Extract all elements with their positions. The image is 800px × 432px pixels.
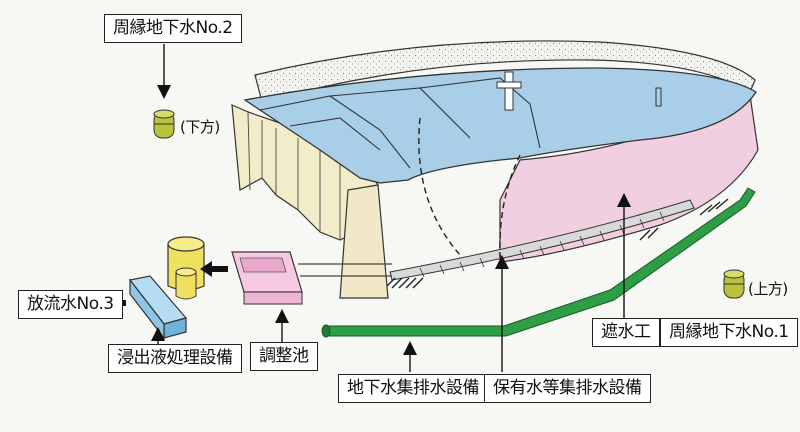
label-barrier-work: 遮水工 (592, 318, 660, 347)
label-groundwater-no2: 周縁地下水No.2 (104, 14, 242, 43)
label-retained-water-drainage: 保有水等集排水設備 (484, 374, 651, 403)
label-groundwater-no1: 周縁地下水No.1 (660, 318, 798, 347)
label-leachate-treatment: 浸出液処理設備 (108, 344, 242, 373)
label-discharge-no3: 放流水No.3 (18, 290, 123, 319)
regulating-pond (232, 252, 302, 304)
well-no1-icon (724, 270, 744, 298)
label-downstream: (下方) (180, 116, 220, 137)
label-regulating-pond: 調整池 (250, 342, 318, 371)
label-upstream: (上方) (748, 278, 788, 299)
front-buttress (340, 185, 388, 298)
storage-tank (168, 237, 204, 299)
label-groundwater-drainage: 地下水集排水設備 (338, 374, 488, 403)
well-no2-icon (154, 110, 174, 138)
